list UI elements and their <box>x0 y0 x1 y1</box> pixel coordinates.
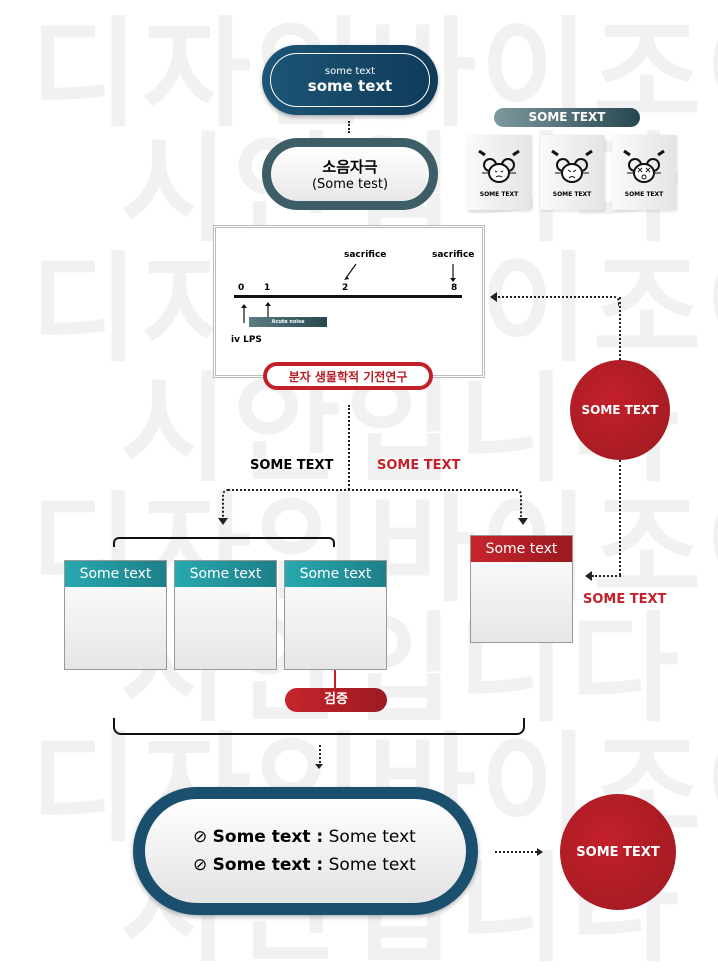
arrow-down-icon <box>518 518 528 525</box>
mechanism-pill: 분자 생물학적 기전연구 <box>263 362 433 390</box>
connector <box>619 460 621 575</box>
result-item-bold: Some text : <box>212 827 324 847</box>
connector <box>348 405 350 490</box>
mouse-caption: SOME TEXT <box>479 191 519 198</box>
arrow-down-icon <box>218 518 228 525</box>
result-circle: SOME TEXT <box>560 794 676 910</box>
arrow-down-icon <box>315 764 323 769</box>
timeline-arrows <box>241 263 456 323</box>
card-title: Some text <box>285 561 386 587</box>
connector <box>334 670 336 688</box>
connector <box>348 121 350 133</box>
red-card: Some text <box>470 535 573 643</box>
mouse-card: SOME TEXT <box>467 135 531 210</box>
connector <box>619 297 621 360</box>
arrow-left-icon <box>585 571 592 581</box>
mouse-card: SOME TEXT <box>540 135 604 210</box>
mouse-dead-icon <box>623 149 665 183</box>
stimulus-title: 소음자극 <box>322 158 378 176</box>
branch-label-left: SOME TEXT <box>250 458 334 473</box>
tick-2: 2 <box>342 283 349 293</box>
result-item-bold: Some text : <box>212 855 324 875</box>
sacrifice-label: sacrifice <box>432 250 475 260</box>
arrow-left-icon <box>490 292 497 302</box>
teal-card: Some text <box>64 560 167 670</box>
stimulus-subtitle: (Some test) <box>311 177 389 192</box>
side-circle: SOME TEXT <box>570 360 670 460</box>
verify-pill: 검증 <box>285 688 387 712</box>
connector <box>319 745 321 763</box>
mouse-card: SOME TEXT <box>612 135 676 210</box>
card-title: Some text <box>471 536 572 562</box>
timeline-box: 0 1 2 8 sacrifice sacrifice Acute noise … <box>213 225 485 378</box>
acute-noise-bar: Acute noise <box>249 317 327 327</box>
tick-0: 0 <box>238 283 245 293</box>
teal-card: Some text <box>284 560 387 670</box>
top-pill-small: some text <box>324 65 376 77</box>
lps-label: iv LPS <box>231 335 262 345</box>
arrow-right-icon <box>537 848 543 856</box>
mouse-icon <box>551 149 593 183</box>
card-title: Some text <box>65 561 166 587</box>
connector <box>498 296 620 306</box>
teal-card: Some text <box>174 560 277 670</box>
branch-connector <box>222 489 522 517</box>
group-bracket <box>113 718 525 735</box>
connector <box>592 575 621 577</box>
result-item: ⊘ Some text : Some text <box>193 827 466 847</box>
tick-1: 1 <box>264 283 271 293</box>
timeline-axis <box>234 295 462 298</box>
side-label: SOME TEXT <box>583 592 667 607</box>
group-bracket <box>113 537 335 547</box>
top-pill-large: some text <box>307 76 393 95</box>
result-pill: ⊘ Some text : Some text ⊘ Some text : So… <box>133 787 478 915</box>
connector <box>495 851 537 853</box>
stimulus-pill: 소음자극 (Some test) <box>262 138 438 210</box>
card-title: Some text <box>175 561 276 587</box>
result-item-value: Some text <box>328 827 416 847</box>
check-circle-icon: ⊘ <box>193 827 208 847</box>
mouse-panel-label: SOME TEXT <box>494 108 640 127</box>
mouse-icon <box>478 149 520 183</box>
branch-label-right: SOME TEXT <box>377 458 461 473</box>
result-item-value: Some text <box>328 855 416 875</box>
top-pill: some text some text <box>262 45 438 115</box>
mouse-caption: SOME TEXT <box>624 191 664 198</box>
mouse-caption: SOME TEXT <box>552 191 592 198</box>
sacrifice-label: sacrifice <box>344 250 387 260</box>
check-circle-icon: ⊘ <box>193 855 208 875</box>
result-item: ⊘ Some text : Some text <box>193 855 466 875</box>
tick-8: 8 <box>451 283 458 293</box>
